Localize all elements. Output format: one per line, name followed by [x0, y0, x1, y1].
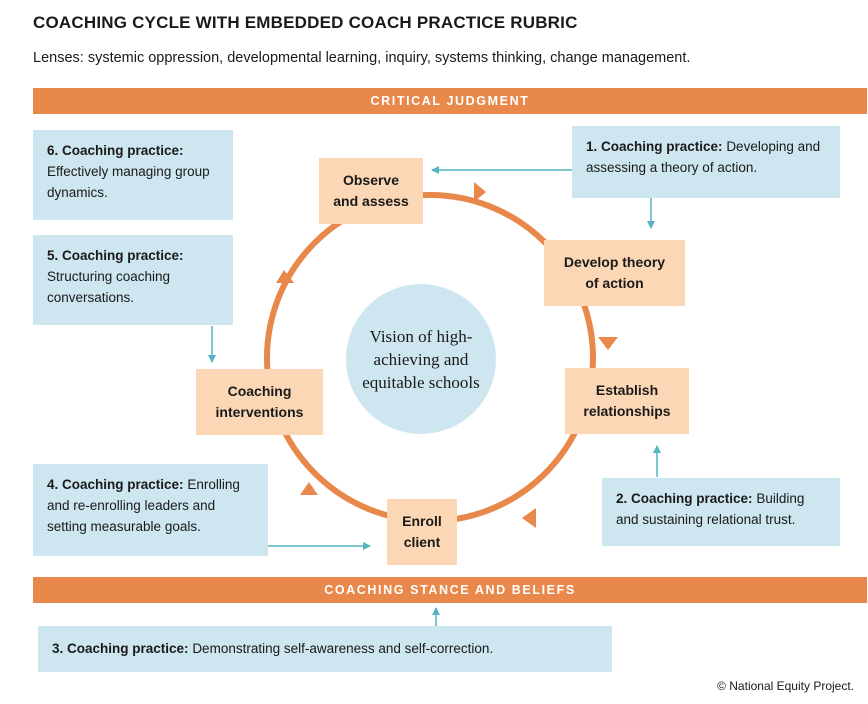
critical-judgment-band: CRITICAL JUDGMENT: [33, 88, 867, 114]
practice-text: Demonstrating self-awareness and self-co…: [192, 641, 494, 656]
step-label: Observe and assess: [333, 172, 409, 209]
step-observe-assess: Observe and assess: [319, 158, 423, 224]
cycle-arrowhead: [276, 270, 294, 283]
step-establish-relationships: Establish relationships: [565, 368, 689, 434]
step-label: Enroll client: [402, 513, 442, 550]
practice-label: 5. Coaching practice:: [47, 248, 184, 263]
practice-text: Developing and assessing a theory of act…: [586, 139, 821, 175]
practice-text: Enrolling and re-enrolling leaders and s…: [47, 477, 240, 534]
practice-5-box: 5. Coaching practice: Structuring coachi…: [33, 235, 233, 325]
practice-label: 3. Coaching practice:: [52, 641, 189, 656]
step-coaching-interventions: Coaching interventions: [196, 369, 323, 435]
practice-text: Structuring coaching conversations.: [47, 269, 171, 305]
practice-label: 4. Coaching practice:: [47, 477, 184, 492]
diagram-title: COACHING CYCLE WITH EMBEDDED COACH PRACT…: [33, 13, 578, 32]
cycle-arrowhead: [300, 482, 318, 495]
cycle-arrowhead: [522, 508, 536, 528]
practice-label: 2. Coaching practice:: [616, 491, 753, 506]
practice-1-box: 1. Coaching practice: Developing and ass…: [572, 126, 840, 198]
practice-label: 1. Coaching practice:: [586, 139, 723, 154]
step-enroll-client: Enroll client: [387, 499, 457, 565]
practice-3-box: 3. Coaching practice: Demonstrating self…: [38, 626, 612, 672]
coaching-stance-band: COACHING STANCE AND BELIEFS: [33, 577, 867, 603]
copyright-text: © National Equity Project.: [717, 679, 854, 693]
step-label: Coaching interventions: [215, 383, 304, 420]
practice-text: Building and sustaining relational trust…: [616, 491, 805, 527]
step-develop-theory: Develop theory of action: [544, 240, 685, 306]
vision-text: Vision of high-achieving and equitable s…: [362, 326, 480, 392]
step-label: Establish relationships: [583, 382, 671, 419]
vision-circle: Vision of high-achieving and equitable s…: [346, 284, 496, 434]
cycle-arrowhead: [598, 337, 618, 350]
practice-2-box: 2. Coaching practice: Building and susta…: [602, 478, 840, 546]
diagram-subtitle: Lenses: systemic oppression, development…: [33, 50, 691, 66]
step-label: Develop theory of action: [563, 254, 666, 291]
cycle-arrowhead: [474, 182, 486, 202]
practice-text: Effectively managing group dynamics.: [47, 164, 210, 200]
practice-4-box: 4. Coaching practice: Enrolling and re-e…: [33, 464, 268, 556]
practice-6-box: 6. Coaching practice: Effectively managi…: [33, 130, 233, 220]
practice-label: 6. Coaching practice:: [47, 143, 184, 158]
